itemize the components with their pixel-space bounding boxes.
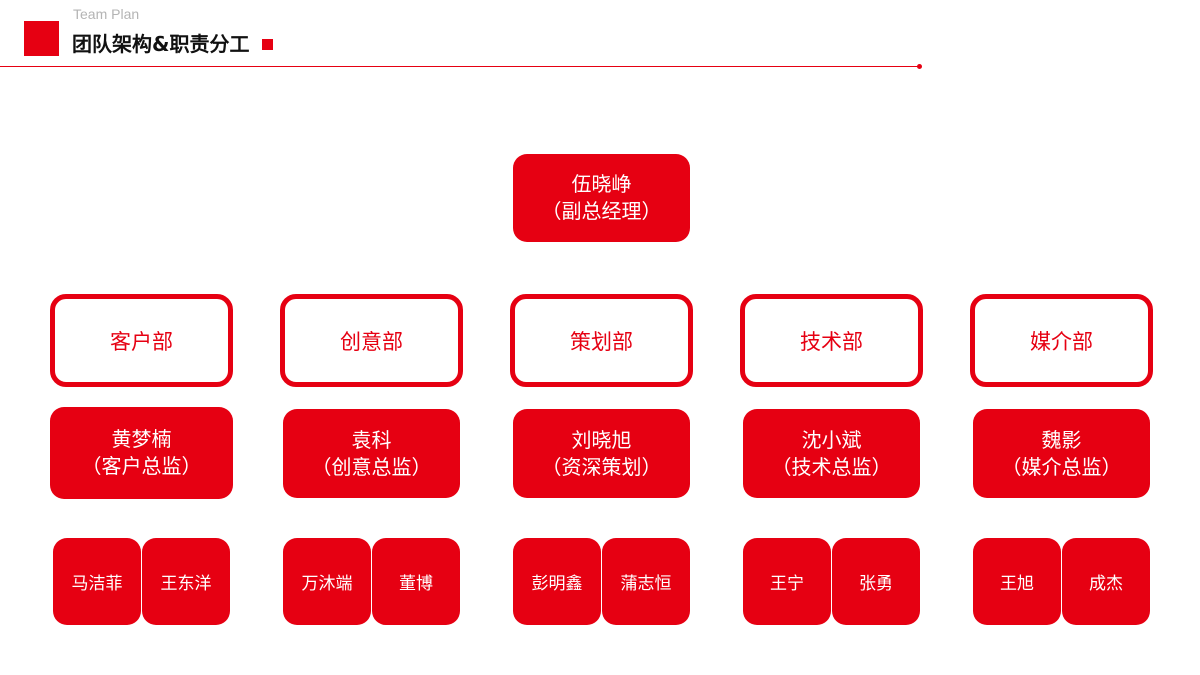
department-box: 创意部 — [280, 294, 463, 387]
department-lead-box: 魏影 （媒介总监） — [973, 409, 1150, 498]
department-box: 技术部 — [740, 294, 923, 387]
department-lead-box: 刘晓旭 （资深策划） — [513, 409, 690, 498]
lead-name: 沈小斌 — [801, 427, 862, 452]
lead-role: （技术总监） — [771, 454, 892, 479]
member-name: 彭明鑫 — [531, 574, 583, 594]
page-subtitle: Team Plan — [73, 6, 140, 22]
department-lead-box: 沈小斌 （技术总监） — [743, 409, 920, 498]
member-name: 王旭 — [1000, 574, 1034, 594]
lead-name: 袁科 — [351, 427, 392, 452]
lead-role: （资深策划） — [541, 454, 662, 479]
member-name: 万沐端 — [301, 574, 353, 594]
member-name: 张勇 — [859, 574, 893, 594]
department-name: 媒介部 — [1030, 329, 1093, 354]
department-box: 策划部 — [510, 294, 693, 387]
root-name: 伍晓峥 — [571, 172, 632, 196]
lead-name: 魏影 — [1041, 427, 1082, 452]
department-lead-box: 袁科 （创意总监） — [283, 409, 460, 498]
root-role: （副总经理） — [541, 199, 662, 223]
department-name: 客户部 — [110, 329, 173, 354]
member-box: 董博 — [372, 538, 460, 625]
member-name: 王宁 — [770, 574, 804, 594]
lead-role: （媒介总监） — [1001, 454, 1122, 479]
department-box: 媒介部 — [970, 294, 1153, 387]
lead-role: （创意总监） — [311, 454, 432, 479]
department-box: 客户部 — [50, 294, 233, 387]
member-box: 王东洋 — [142, 538, 230, 625]
member-name: 马洁菲 — [71, 574, 123, 594]
member-box: 万沐端 — [283, 538, 371, 625]
member-name: 蒲志恒 — [620, 574, 672, 594]
member-name: 王东洋 — [160, 574, 212, 594]
member-box: 蒲志恒 — [602, 538, 690, 625]
member-box: 王宁 — [743, 538, 831, 625]
org-root-node: 伍晓峥 （副总经理） — [513, 154, 690, 242]
page-title: 团队架构&职责分工 — [72, 32, 250, 56]
member-box: 成杰 — [1062, 538, 1150, 625]
department-lead-box: 黄梦楠 （客户总监） — [50, 407, 233, 499]
member-name: 成杰 — [1089, 574, 1123, 594]
member-box: 彭明鑫 — [513, 538, 601, 625]
department-name: 技术部 — [800, 329, 863, 354]
department-name: 创意部 — [340, 329, 403, 354]
lead-name: 黄梦楠 — [111, 427, 172, 451]
member-box: 马洁菲 — [53, 538, 141, 625]
lead-name: 刘晓旭 — [571, 427, 632, 452]
title-accent-square — [262, 39, 273, 50]
member-name: 董博 — [399, 574, 433, 594]
header-divider — [0, 66, 920, 67]
member-box: 王旭 — [973, 538, 1061, 625]
department-name: 策划部 — [570, 329, 633, 354]
lead-role: （客户总监） — [81, 454, 202, 478]
corner-accent-square — [24, 21, 59, 56]
header-divider-dot — [917, 64, 922, 69]
member-box: 张勇 — [832, 538, 920, 625]
